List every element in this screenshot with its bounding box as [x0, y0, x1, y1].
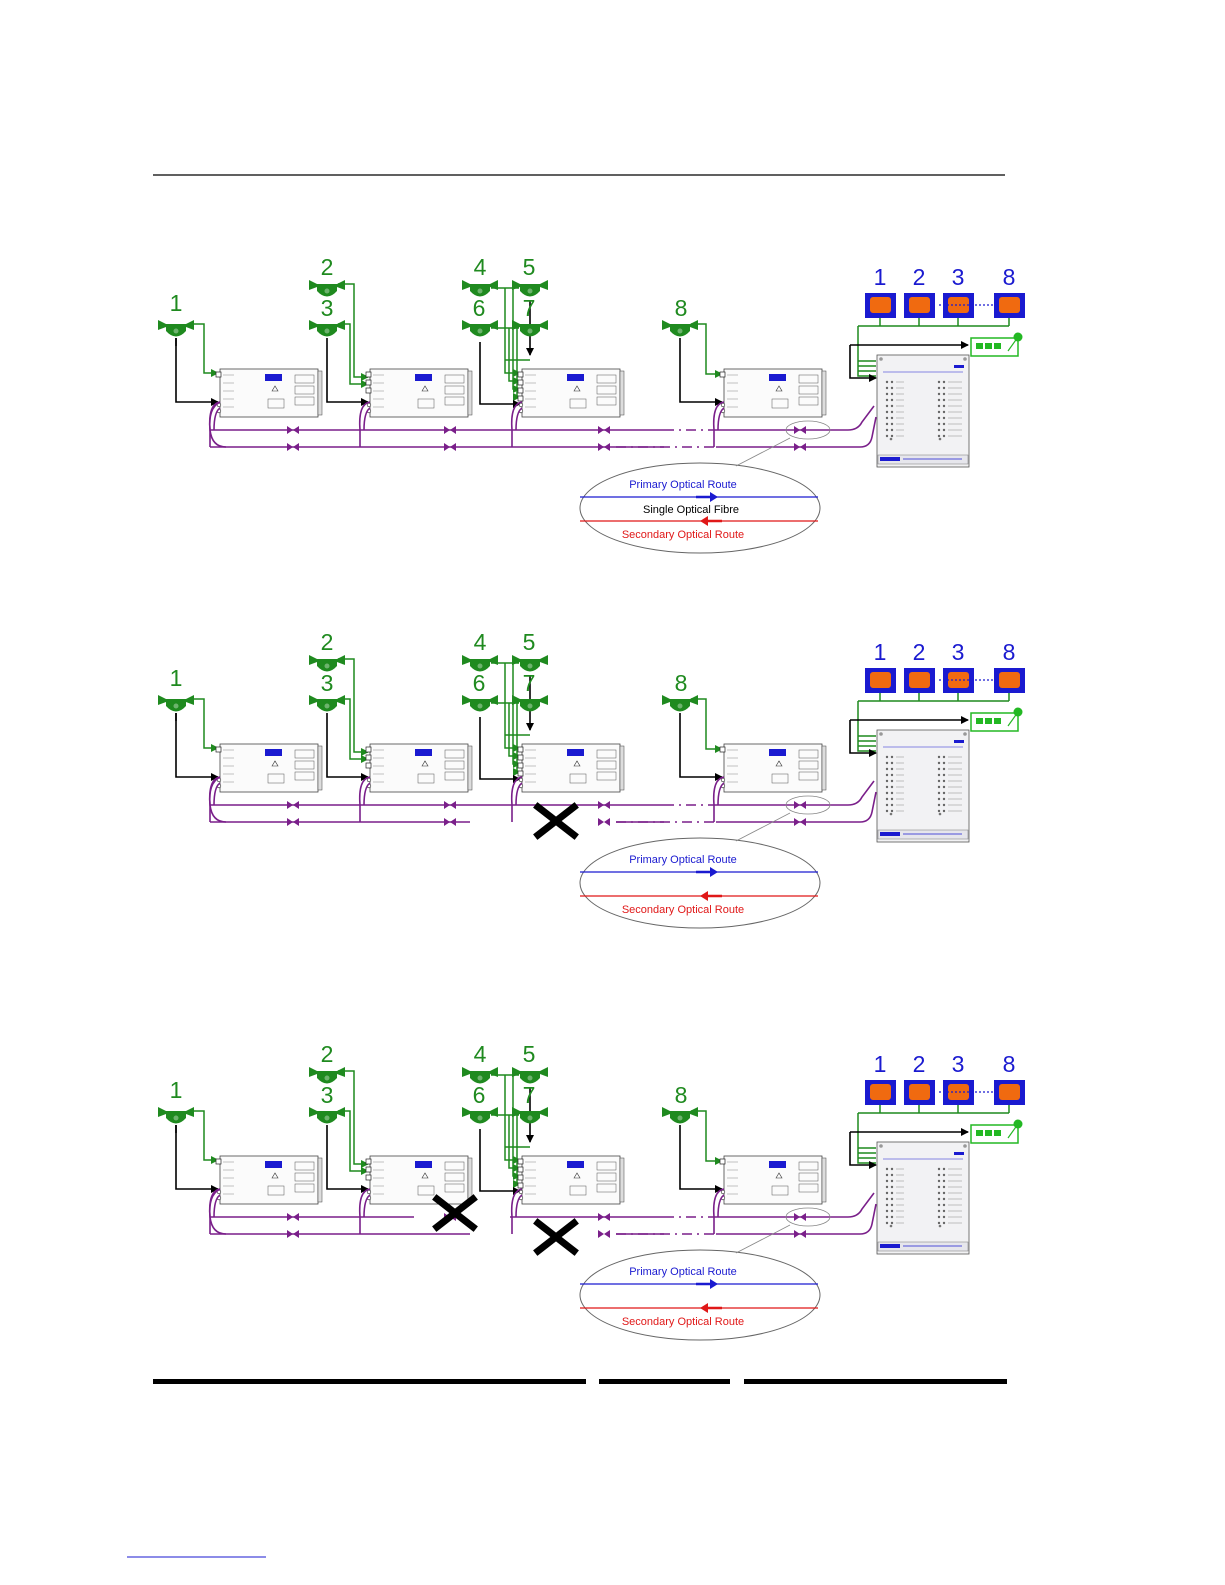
camera-label: 1	[170, 1077, 183, 1103]
camera-label: 6	[473, 1082, 486, 1108]
primary-route-label: Primary Optical Route	[629, 479, 737, 491]
monitor-label: 3	[952, 1051, 965, 1077]
monitor-label: 2	[913, 1051, 926, 1077]
camera-label: 1	[170, 290, 183, 316]
camera-label: 4	[474, 629, 487, 655]
secondary-route-label: Secondary Optical Route	[622, 904, 744, 916]
footer-rule	[153, 1379, 1007, 1384]
camera-label: 3	[321, 295, 334, 321]
camera-8	[662, 695, 698, 712]
receiver-rack	[877, 730, 969, 842]
camera-label: 4	[474, 254, 487, 280]
camera-3	[309, 695, 345, 712]
transmission-unit	[216, 369, 322, 417]
camera-label: 8	[675, 670, 688, 696]
monitor-label: 8	[1003, 264, 1016, 290]
camera-label: 6	[473, 295, 486, 321]
camera-label: 2	[321, 254, 334, 280]
primary-route-label: Primary Optical Route	[629, 1266, 737, 1278]
keyboard-controller	[971, 708, 1023, 732]
monitor-label: 1	[874, 1051, 887, 1077]
monitor-8	[994, 1080, 1025, 1105]
monitor-2	[904, 293, 935, 318]
transmission-unit	[216, 1156, 322, 1204]
monitor-2	[904, 1080, 935, 1105]
transmission-unit	[366, 369, 472, 417]
transmission-unit	[216, 744, 322, 792]
camera-label: 8	[675, 295, 688, 321]
camera-1	[158, 1107, 194, 1124]
monitor-1	[865, 293, 896, 318]
monitor-1	[865, 668, 896, 693]
camera-label: 2	[321, 1041, 334, 1067]
monitor-label: 8	[1003, 1051, 1016, 1077]
transmission-unit	[518, 744, 624, 792]
transmission-unit	[518, 1156, 624, 1204]
fibre-break-cross	[538, 1223, 574, 1251]
camera-label: 3	[321, 670, 334, 696]
camera-8	[662, 1107, 698, 1124]
monitor-label: 8	[1003, 639, 1016, 665]
camera-1	[158, 695, 194, 712]
transmission-unit	[720, 369, 826, 417]
monitor-8	[994, 668, 1025, 693]
monitor-label: 1	[874, 639, 887, 665]
monitor-2	[904, 668, 935, 693]
camera-label: 4	[474, 1041, 487, 1067]
keyboard-controller	[971, 1120, 1023, 1144]
camera-label: 5	[523, 629, 536, 655]
primary-route-label: Primary Optical Route	[629, 854, 737, 866]
camera-3	[309, 320, 345, 337]
monitor-label: 1	[874, 264, 887, 290]
monitor-label: 3	[952, 639, 965, 665]
receiver-rack	[877, 355, 969, 467]
camera-label: 7	[523, 295, 536, 321]
camera-label: 2	[321, 629, 334, 655]
fibre-break-cross	[538, 807, 574, 835]
camera-3	[309, 1107, 345, 1124]
camera-label: 8	[675, 1082, 688, 1108]
camera-8	[662, 320, 698, 337]
camera-label: 7	[523, 1082, 536, 1108]
monitor-1	[865, 1080, 896, 1105]
camera-label: 6	[473, 670, 486, 696]
secondary-route-label: Secondary Optical Route	[622, 529, 744, 541]
single-fibre-label: Single Optical Fibre	[643, 504, 739, 516]
camera-1	[158, 320, 194, 337]
camera-label: 5	[523, 254, 536, 280]
transmission-unit	[366, 744, 472, 792]
receiver-rack	[877, 1142, 969, 1254]
camera-label: 3	[321, 1082, 334, 1108]
camera-label: 7	[523, 670, 536, 696]
camera-label: 5	[523, 1041, 536, 1067]
monitor-label: 2	[913, 639, 926, 665]
secondary-route-label: Secondary Optical Route	[622, 1316, 744, 1328]
monitor-8	[994, 293, 1025, 318]
transmission-unit	[366, 1156, 472, 1204]
keyboard-controller	[971, 333, 1023, 357]
monitor-label: 2	[913, 264, 926, 290]
transmission-unit	[720, 744, 826, 792]
transmission-unit	[720, 1156, 826, 1204]
transmission-unit	[518, 369, 624, 417]
camera-label: 1	[170, 665, 183, 691]
network-diagram-2: 123456781238Primary Optical RouteSeconda…	[158, 629, 1025, 928]
monitor-label: 3	[952, 264, 965, 290]
